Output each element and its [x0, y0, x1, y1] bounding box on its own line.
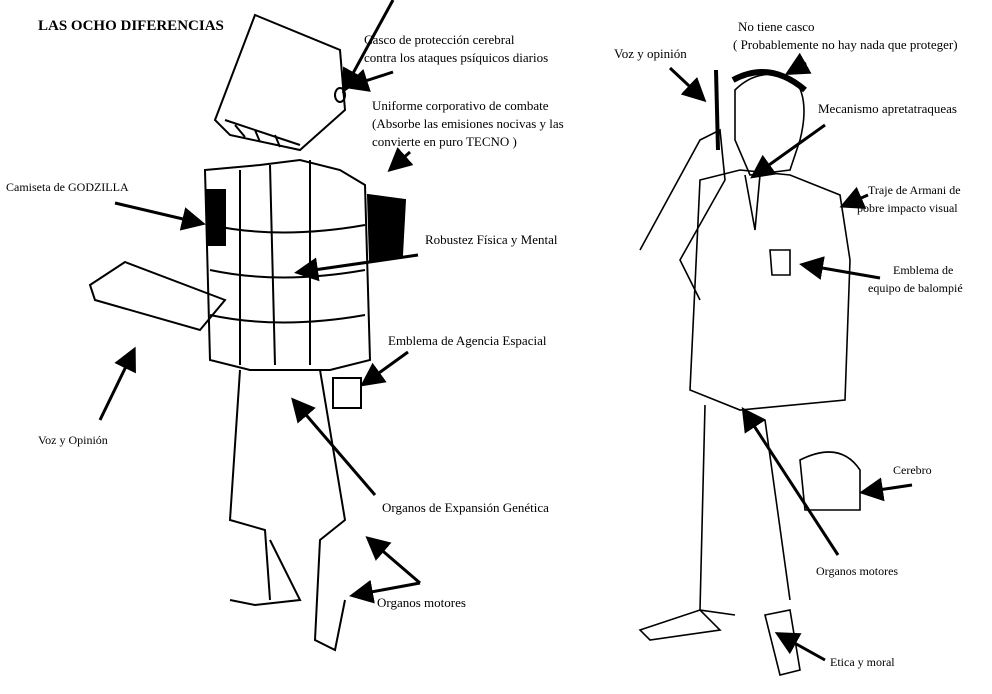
label-no-helmet-line2: ( Probablemente no hay nada que proteger…	[733, 37, 958, 52]
label-helmet-line1: Casco de protección cerebral	[364, 32, 515, 47]
label-strength: Robustez Física y Mental	[425, 232, 558, 247]
label-motor-right: Organos motores	[816, 564, 899, 578]
label-uniform-line2: (Absorbe las emisiones nocivas y las	[372, 116, 564, 131]
label-motor-left: Organos motores	[377, 595, 466, 610]
label-helmet-line2: contra los ataques psíquicos diarios	[364, 50, 549, 65]
suit-figure	[638, 69, 861, 676]
page-title: LAS OCHO DIFERENCIAS	[38, 18, 224, 34]
label-football-emblem-line2: equipo de balompié	[868, 281, 963, 295]
label-tshirt: Camiseta de GODZILLA	[6, 180, 129, 194]
label-space-emblem: Emblema de Agencia Espacial	[388, 333, 547, 348]
label-football-emblem-line1: Emblema de	[893, 263, 954, 277]
label-no-helmet-line1: No tiene casco	[738, 19, 815, 34]
label-voice-left: Voz y Opinión	[38, 433, 108, 447]
label-genetic-organs: Organos de Expansión Genética	[382, 500, 549, 515]
label-brain: Cerebro	[893, 463, 932, 477]
label-uniform-line3: convierte en puro TECNO )	[372, 134, 517, 149]
label-tie: Mecanismo apretatraqueas	[818, 101, 957, 116]
label-ethics: Etica y moral	[830, 655, 895, 669]
arrows	[98, 0, 913, 662]
label-voice-right: Voz y opinión	[614, 46, 687, 61]
label-suit-line1: Traje de Armani de	[868, 183, 961, 197]
techno-figure	[88, 13, 407, 652]
label-suit-line2: pobre impacto visual	[857, 201, 958, 215]
label-uniform-line1: Uniforme corporativo de combate	[372, 98, 549, 113]
